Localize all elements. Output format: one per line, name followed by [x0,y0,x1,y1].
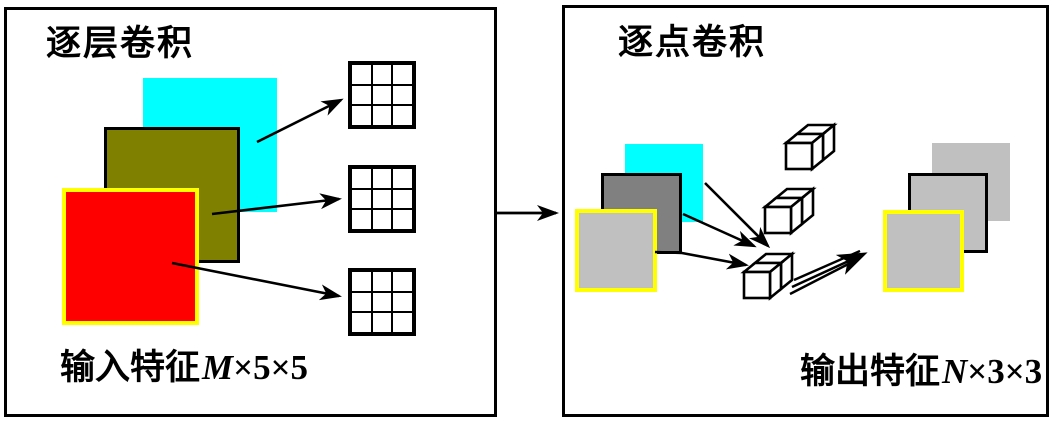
depthwise-kernel-grid-1 [348,61,416,129]
kernel-cell [371,209,393,230]
kernel-cell [351,312,372,333]
depthwise-panel-title: 逐层卷积 [46,24,195,63]
output-caption-text: 输出特征 [800,352,941,391]
depthwise-kernel-grid-2 [348,165,416,233]
kernel-cell [351,188,372,210]
input-feature-caption: 输入特征M×5×5 [60,350,308,385]
kernel-cell [371,168,393,189]
kernel-cell [392,168,413,189]
input-feature-map-red [62,188,199,325]
kernel-cell [351,209,372,230]
kernel-cell [371,291,393,313]
kernel-cell [392,105,413,126]
kernel-cell [392,291,413,313]
output-feature-caption: 输出特征N×3×3 [800,354,1042,389]
input-caption-text: 输入特征 [60,348,201,387]
depthwise-kernel-grid-3 [348,268,416,336]
kernel-cell [392,209,413,230]
kernel-cell [371,271,393,292]
kernel-cell [351,64,372,85]
input-caption-dims: ×5×5 [233,348,309,387]
output-caption-dims: ×3×3 [967,352,1043,391]
kernel-cell [351,291,372,313]
kernel-cell [351,271,372,292]
kernel-cell [351,105,372,126]
kernel-cell [371,105,393,126]
pointwise-input-map-light-gray [575,209,657,292]
kernel-cell [392,312,413,333]
kernel-cell [392,271,413,292]
depthwise-conv-panel: 逐层卷积 输入特征M×5×5 [4,7,497,417]
kernel-cell [371,312,393,333]
kernel-cell [351,168,372,189]
kernel-cell [392,84,413,106]
pointwise-conv-panel: 逐点卷积 输出特征N×3×3 [562,5,1049,417]
kernel-cell [371,64,393,85]
pointwise-panel-title: 逐点卷积 [618,23,767,62]
output-feature-map-front [883,210,964,292]
output-caption-channels-var: N [942,352,968,391]
kernel-cell [371,84,393,106]
input-caption-channels-var: M [202,348,234,387]
kernel-cell [351,84,372,106]
kernel-cell [371,188,393,210]
kernel-cell [392,188,413,210]
kernel-cell [392,64,413,85]
